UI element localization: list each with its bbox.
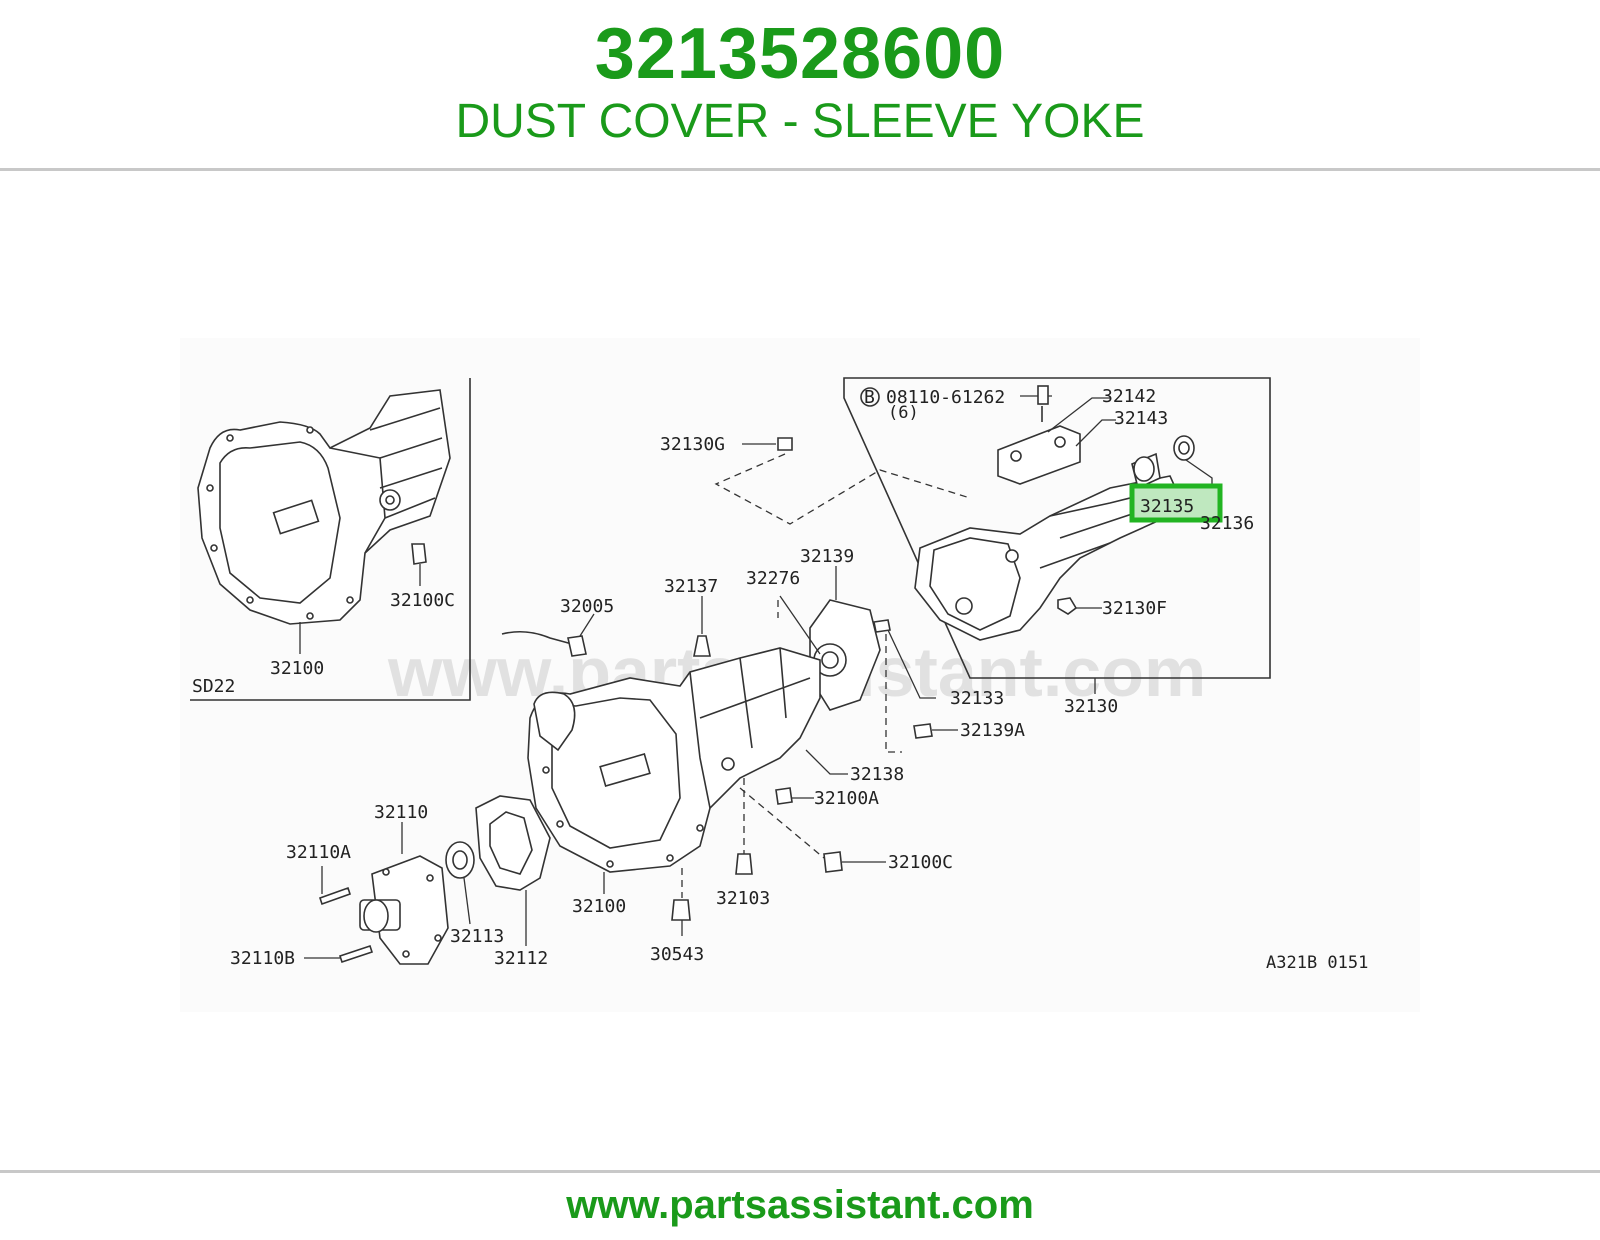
label-32139: 32139 — [800, 546, 854, 567]
control-housing-cover — [997, 385, 1081, 485]
label-32100: 32100 — [572, 896, 626, 917]
label-32138: 32138 — [850, 764, 904, 785]
leader-32142 — [1047, 397, 1110, 433]
bolt-32110b — [338, 944, 374, 964]
part-name-subtitle: DUST COVER - SLEEVE YOKE — [455, 95, 1145, 148]
footer-divider — [0, 1170, 1600, 1173]
highlight-box-32135[interactable] — [1129, 483, 1223, 523]
footer-website-link[interactable]: www.partsassistant.com — [566, 1183, 1034, 1227]
label-32136: 32136 — [1200, 513, 1254, 534]
label-32100c: 32100C — [888, 852, 953, 873]
inset-transmission-housing — [197, 389, 451, 625]
bolt-callout-letter: B — [864, 387, 875, 408]
label-32135[interactable]: 32135 — [1140, 496, 1194, 517]
parts-diagram: www.partsassistant.com SD22 32100C 32100 — [180, 338, 1420, 1012]
label-32130f: 32130F — [1102, 598, 1167, 619]
sensor-wire-32005 — [501, 630, 573, 645]
label-32110: 32110 — [374, 802, 428, 823]
plug-32100a — [775, 787, 793, 805]
front-cover-32110 — [359, 855, 449, 965]
label-32142: 32142 — [1102, 386, 1156, 407]
label-32130: 32130 — [1064, 696, 1118, 717]
label-32110a: 32110A — [286, 842, 351, 863]
part-number-title: 3213528600 — [594, 14, 1006, 94]
sleeve-yoke-dust-cover-part — [1131, 435, 1195, 490]
inset-frame — [190, 378, 471, 701]
label-32100a: 32100A — [814, 788, 879, 809]
drawing-code: A321B 0151 — [1266, 953, 1368, 973]
seal-32113 — [445, 841, 475, 879]
main-transmission-housing — [527, 647, 821, 873]
leader-32143 — [1075, 419, 1116, 447]
bolt-callout-circle — [860, 387, 880, 407]
rear-extension-housing — [914, 475, 1181, 641]
bolt-32110a — [318, 886, 352, 906]
plug-32103 — [735, 853, 753, 875]
header-divider — [0, 168, 1600, 171]
extension-frame — [843, 377, 1271, 679]
label-30543: 30543 — [650, 944, 704, 965]
gasket-32112 — [475, 795, 551, 891]
dashed-route-32130g — [714, 453, 971, 525]
leader-32138 — [805, 749, 848, 775]
label-32112: 32112 — [494, 948, 548, 969]
leader-32113 — [463, 877, 471, 925]
label-32103: 32103 — [716, 888, 770, 909]
plug-30543 — [671, 899, 691, 921]
label-32130g: 32130G — [660, 434, 725, 455]
bolt-part-number: 08110-61262 — [886, 387, 1005, 408]
label-32276: 32276 — [746, 568, 800, 589]
label-32143: 32143 — [1114, 408, 1168, 429]
bolt-32130g — [777, 437, 793, 451]
label-32133: 32133 — [950, 688, 1004, 709]
label-32113: 32113 — [450, 926, 504, 947]
label-32005: 32005 — [560, 596, 614, 617]
bolt-32139a — [913, 723, 933, 739]
plug-32130f — [1057, 597, 1078, 615]
leader-32133 — [887, 629, 936, 699]
sensor-32005 — [567, 635, 587, 657]
label-32100-inset: 32100 — [270, 658, 324, 679]
bolt-quantity: (6) — [888, 403, 919, 423]
inset-label: SD22 — [192, 676, 235, 697]
pin-32133 — [873, 619, 891, 633]
leader-32005 — [579, 613, 595, 637]
dashed-routes-center — [777, 600, 902, 753]
parts-diagram-svg: www.partsassistant.com SD22 32100C 32100 — [190, 377, 1368, 973]
plug-32100c — [823, 851, 843, 873]
page-header: 3213528600 DUST COVER - SLEEVE YOKE — [0, 0, 1600, 168]
label-32110b: 32110B — [230, 948, 295, 969]
label-32137: 32137 — [664, 576, 718, 597]
pin-32137 — [693, 635, 711, 657]
label-32139a: 32139A — [960, 720, 1025, 741]
dashed-route-32100c — [739, 787, 825, 859]
label-32100c-inset: 32100C — [390, 590, 455, 611]
leader-32276 — [779, 595, 821, 655]
